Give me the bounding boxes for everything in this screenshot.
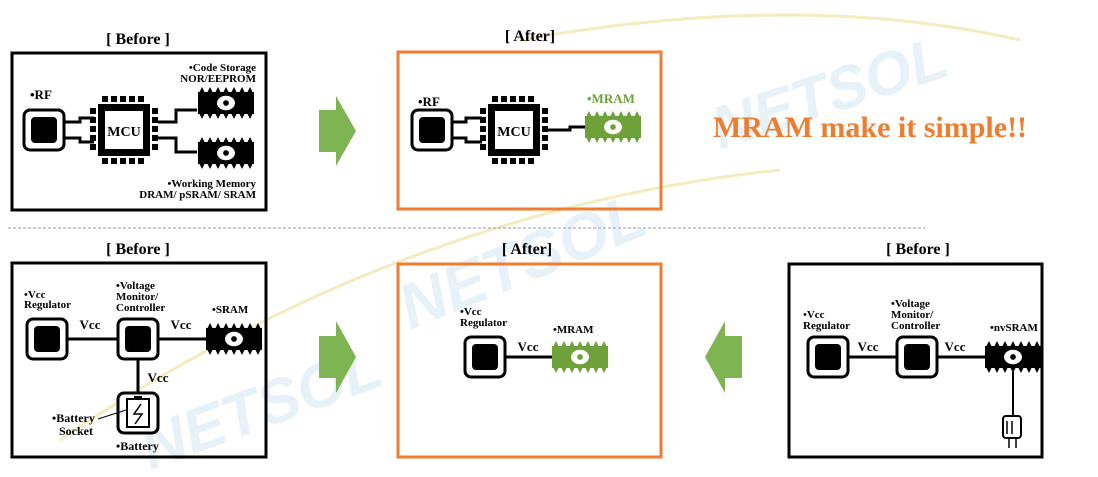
panel-header: [ Before ] — [106, 241, 170, 258]
mram-label: •MRAM — [553, 324, 594, 336]
rf-mcu-link — [452, 136, 482, 144]
vcc-regulator-label: •Vcc — [460, 306, 482, 318]
slogan-text: MRAM make it simple!! — [713, 111, 1027, 144]
voltage-monitor-icon — [116, 317, 160, 361]
panel-frame — [10, 51, 268, 212]
panel-header: [ Before ] — [106, 31, 170, 48]
vcc-regulator-label: Regulator — [803, 320, 850, 332]
mram-label: •MRAM — [587, 91, 635, 106]
vcc-regulator-icon — [463, 335, 507, 379]
sram-chip-icon — [206, 323, 262, 355]
rf-module-icon — [410, 108, 454, 152]
battery-socket-pointer — [97, 409, 127, 420]
working-memory-chip-icon — [198, 137, 254, 169]
vcc-label: Vcc — [518, 339, 539, 354]
vcc-regulator-icon — [806, 335, 850, 379]
vcc-label: Vcc — [858, 339, 879, 354]
mcu-memory-link — [158, 136, 197, 154]
right-arrow-icon — [319, 321, 356, 393]
rf-module-icon — [22, 108, 66, 152]
rf-mcu-link — [452, 116, 482, 124]
monitor-label: Monitor/ — [891, 309, 934, 321]
mcu-label: MCU — [497, 125, 530, 140]
vcc-label: Vcc — [148, 370, 169, 385]
battery-socket-label: Socket — [59, 424, 93, 438]
vcc-label: Vcc — [945, 339, 966, 354]
vcc-regulator-label: •Vcc — [803, 309, 825, 321]
vcc-regulator-label: •Vcc — [24, 289, 46, 301]
panel-before-nvsram: [ Before ] •Vcc Regulator Vcc •Voltage M… — [787, 241, 1044, 459]
battery-label: •Battery — [116, 439, 159, 453]
panel-header: [ Before ] — [886, 241, 950, 258]
vcc-regulator-label: Regulator — [460, 317, 507, 329]
battery-icon — [116, 391, 160, 435]
panel-frame — [10, 261, 268, 459]
rf-mcu-link — [64, 136, 94, 144]
vcc-label: Vcc — [171, 317, 192, 332]
vcc-regulator-label: Regulator — [24, 299, 71, 311]
mcu-storage-link — [158, 108, 197, 124]
code-storage-chip-icon — [198, 87, 254, 119]
watermark-text-2: NETSOL — [388, 179, 656, 343]
left-arrow-icon — [705, 321, 742, 393]
nvsram-label: •nvSRAM — [990, 322, 1038, 334]
code-storage-type: NOR/EEPROM — [180, 73, 256, 85]
watermark-swoosh-2 — [519, 13, 1021, 42]
code-storage-label: •Code Storage — [189, 62, 256, 74]
mcu-label: MCU — [107, 125, 140, 140]
panel-frame — [787, 262, 1044, 459]
supercap-icon — [1002, 415, 1022, 448]
working-memory-label: •Working Memory — [168, 178, 257, 190]
vcc-label: Vcc — [80, 317, 101, 332]
rf-label: •RF — [418, 94, 440, 109]
sram-label: •SRAM — [212, 304, 249, 316]
battery-socket-label: •Battery — [52, 411, 95, 425]
panel-after-bottom: [ After] •Vcc Regulator Vcc •MRAM — [396, 241, 663, 459]
panel-frame — [396, 262, 663, 459]
mram-chip-icon — [552, 341, 608, 373]
monitor-label: Controller — [116, 302, 165, 314]
panel-header: [ After] — [505, 28, 555, 45]
panel-frame — [396, 50, 663, 211]
rf-mcu-link — [64, 116, 94, 124]
vcc-regulator-icon — [25, 317, 69, 361]
nvsram-chip-icon — [985, 341, 1041, 373]
mcu-mram-link — [548, 125, 587, 132]
monitor-label: Controller — [891, 320, 940, 332]
mram-chip-icon — [585, 111, 641, 143]
watermark-swoosh — [59, 168, 781, 442]
monitor-label: •Voltage — [891, 298, 930, 310]
panel-after-top: [ After] •RF MCU •MRAM — [396, 28, 663, 211]
panel-header: [ After] — [502, 241, 552, 258]
monitor-label: •Voltage — [116, 280, 155, 292]
right-arrow-icon — [319, 96, 356, 166]
monitor-label: Monitor/ — [116, 291, 159, 303]
rf-label: •RF — [30, 87, 52, 102]
panel-before-top: [ Before ] •RF MCU •Code Storage NOR/EEP… — [10, 31, 268, 212]
panel-before-battery: [ Before ] •Vcc Regulator Vcc •Voltage M… — [10, 241, 268, 459]
voltage-monitor-icon — [895, 335, 939, 379]
working-memory-type: DRAM/ pSRAM/ SRAM — [139, 189, 256, 201]
